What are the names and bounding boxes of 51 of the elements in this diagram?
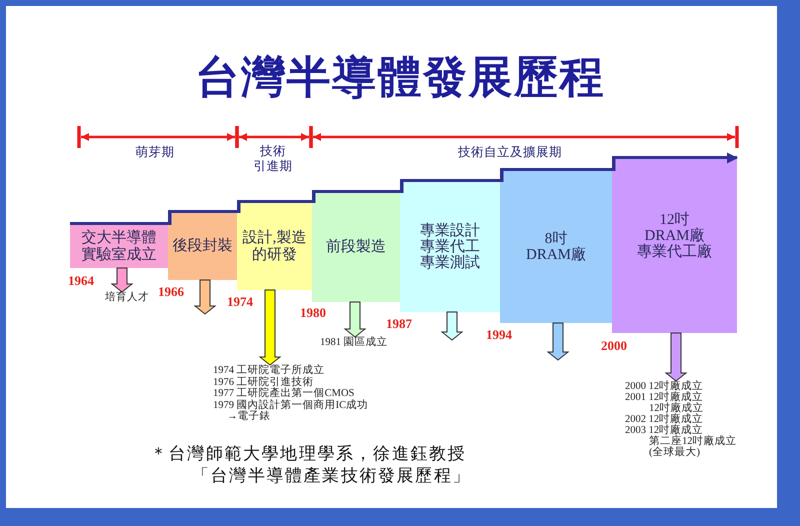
stage-label: 專業測試 bbox=[419, 255, 481, 271]
stage-box bbox=[237, 200, 312, 290]
stage-label: 交大半導體實驗室成立 bbox=[80, 230, 158, 264]
note-text: 1981 園區成立 bbox=[320, 337, 388, 348]
note-text: 2000 12吋廠成立 bbox=[625, 381, 704, 392]
note-text: 1979 國內設計第一個商用IC成功 bbox=[213, 400, 368, 410]
year-label: 1974 bbox=[227, 294, 253, 309]
stage-box bbox=[612, 156, 737, 333]
note-text: →電子錶 bbox=[227, 411, 270, 422]
stage-box bbox=[70, 222, 168, 268]
note-text: 2003 12吋廠成立 bbox=[625, 425, 704, 436]
stage-box bbox=[400, 179, 500, 312]
note-text: 12吋廠成立 bbox=[649, 403, 704, 414]
note-text: (全球最大) bbox=[649, 447, 700, 458]
source-note: ＊台灣師範大學地理學系，徐進鈺教授 bbox=[150, 443, 466, 464]
stage-label: 8吋DRAM廠 bbox=[524, 231, 587, 263]
stage-label: 前段製造 bbox=[325, 239, 387, 256]
year-label: 1966 bbox=[158, 284, 184, 299]
block-arrow bbox=[110, 268, 134, 293]
stage-label: 專業代工廠 bbox=[636, 244, 713, 260]
stage-box bbox=[312, 190, 400, 302]
period-label: 技術引進期 bbox=[252, 144, 294, 174]
stage-label: 後段封裝 bbox=[172, 238, 234, 255]
block-arrow bbox=[194, 280, 216, 315]
year-label: 1964 bbox=[68, 273, 94, 288]
stage-label: 設計,製造的研發 bbox=[242, 230, 308, 264]
year-label: 1980 bbox=[300, 305, 326, 320]
block-arrow bbox=[258, 290, 282, 366]
note-text: 第二座12吋廠成立 bbox=[649, 436, 736, 447]
block-arrow bbox=[440, 312, 464, 341]
period-label: 萌芽期 bbox=[136, 145, 174, 160]
stage-box bbox=[168, 210, 237, 280]
block-arrow bbox=[546, 322, 570, 361]
title: 台灣半導體發展歷程 bbox=[195, 52, 605, 104]
block-arrow bbox=[344, 302, 366, 338]
year-label: 2000 bbox=[601, 338, 627, 353]
stage-box bbox=[500, 168, 612, 323]
note-text: 1974 工研院電子所成立 bbox=[213, 365, 325, 376]
note-text: 1976 工研院引進技術 bbox=[213, 376, 314, 388]
note-text: 2001 12吋廠成立 bbox=[625, 392, 704, 403]
period-label: 技術自立及擴展期 bbox=[458, 145, 562, 160]
stage-label: 12吋DRAM廠 bbox=[644, 212, 704, 244]
block-arrow bbox=[664, 332, 688, 382]
stage-label: 專業代工 bbox=[419, 239, 481, 255]
year-label: 1994 bbox=[486, 327, 512, 342]
note-text: 培育人才 bbox=[105, 292, 149, 304]
source-note: 「台灣半導體產業技術發展歷程」 bbox=[192, 465, 471, 486]
stage-label: 專業設計 bbox=[419, 223, 481, 239]
year-label: 1987 bbox=[386, 316, 412, 331]
note-text: 1977 工研院產出第一個CMOS bbox=[213, 388, 354, 399]
note-text: 2002 12吋廠成立 bbox=[625, 414, 704, 425]
